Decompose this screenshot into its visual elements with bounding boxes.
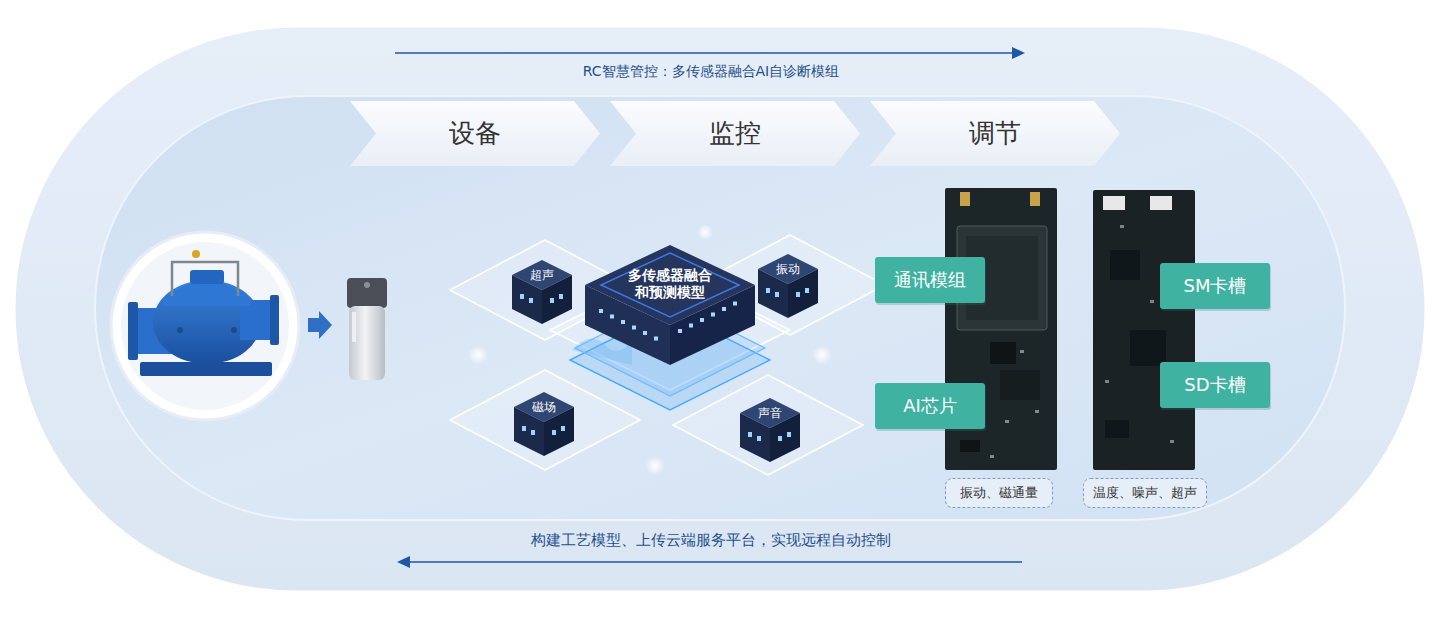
node-text: 振动 [776, 262, 800, 276]
node-text: 通讯模组 [894, 269, 966, 291]
node-text: 多传感器融合 和预测模型 [620, 267, 720, 301]
sensor-cube: 超声 [512, 260, 572, 324]
flow-caption-bottom: 构建工艺模型、上传云端服务平台，实现远程自动控制 [361, 531, 1061, 550]
fusion-model-block: 多传感器融合 和预测模型 [585, 245, 755, 395]
step-chevron: 设备 [350, 101, 600, 166]
step-chevron: 调节 [870, 101, 1120, 166]
sensor-cube: 声音 [740, 398, 800, 462]
node-text: AI芯片 [903, 395, 957, 417]
node-text: 超声 [530, 268, 554, 282]
component-tag: 通讯模组 [875, 257, 985, 303]
node-text: 温度、噪声、超声 [1093, 485, 1197, 501]
component-tag: SM卡槽 [1160, 263, 1270, 309]
flow-caption-top: RC智慧管控：多传感器融合AI自诊断模组 [411, 63, 1011, 81]
node-text: 磁场 [532, 400, 556, 414]
sensor-cube: 磁场 [514, 392, 574, 456]
step-chevron: 监控 [610, 101, 860, 166]
component-tag: AI芯片 [875, 383, 985, 429]
node-text: 监控 [709, 118, 761, 149]
node-text: 声音 [758, 406, 782, 420]
node-text: SM卡槽 [1184, 275, 1247, 297]
signal-caption: 振动、磁通量 [945, 478, 1053, 508]
signal-caption: 温度、噪声、超声 [1083, 478, 1207, 508]
sensor-cube: 振动 [758, 254, 818, 318]
node-text: 调节 [969, 118, 1021, 149]
component-tag: SD卡槽 [1160, 362, 1270, 408]
node-text: 振动、磁通量 [960, 485, 1038, 501]
node-text: 设备 [449, 118, 501, 149]
node-text: SD卡槽 [1184, 374, 1245, 396]
